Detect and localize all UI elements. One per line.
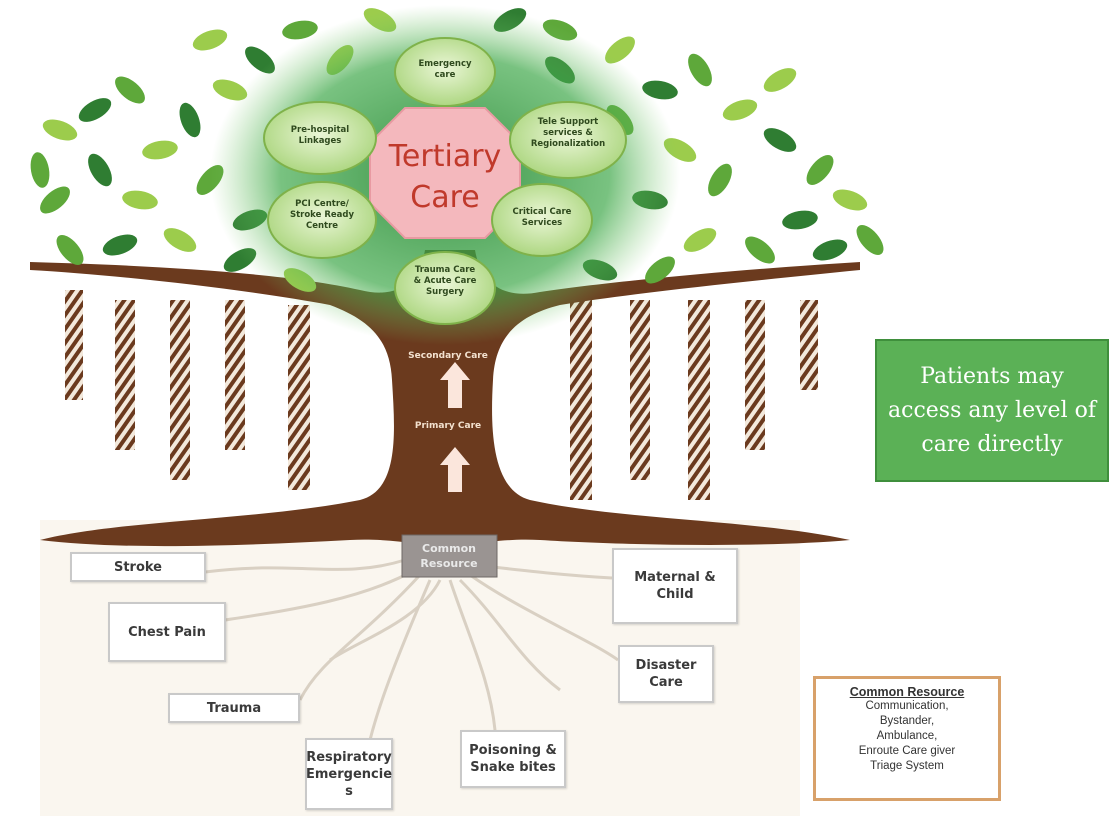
- service-label-line: care: [435, 70, 456, 80]
- common-resource-line2: Resource: [420, 557, 477, 570]
- common-resource-box: [401, 534, 498, 578]
- leaf: [30, 152, 50, 188]
- tree-trunk: [30, 250, 860, 548]
- leaf: [282, 20, 318, 40]
- root-lines: [204, 558, 619, 741]
- service-label-line: Pre-hospital: [291, 125, 349, 135]
- up-arrows: [440, 362, 470, 492]
- service-label-line: Emergency: [418, 59, 472, 69]
- leaf: [78, 98, 112, 122]
- root-box-poisoning: Poisoning & Snake bites: [460, 730, 566, 788]
- service-label-line: Surgery: [426, 287, 464, 297]
- direct-access-note: Patients may access any level of care di…: [875, 339, 1109, 482]
- service-label-line: Linkages: [299, 136, 342, 146]
- leaf: [122, 190, 158, 210]
- leaf: [745, 236, 775, 264]
- service-label-line: Trauma Care: [415, 265, 476, 275]
- leaf: [832, 189, 868, 211]
- leaf: [688, 53, 712, 87]
- aerial-roots: [65, 290, 818, 500]
- leaf: [683, 228, 717, 252]
- root-box-chest-pain: Chest Pain: [108, 602, 226, 662]
- tertiary-care-octagon: [369, 107, 521, 239]
- leaf: [142, 140, 178, 160]
- legend-item: Communication,: [865, 700, 949, 712]
- tertiary-care-title: Tertiary: [388, 139, 502, 174]
- leaf: [708, 163, 732, 197]
- service-label-line: PCI Centre/: [295, 199, 350, 209]
- legend-item: Enroute Care giver: [858, 745, 956, 757]
- root-box-maternal: Maternal & Child: [612, 548, 738, 624]
- leaf: [856, 225, 884, 255]
- service-label-line: Stroke Ready: [290, 210, 354, 220]
- root-box-respiratory: Respiratory Emergencie s: [305, 738, 393, 810]
- leaf: [806, 155, 834, 185]
- trunk-label-secondary: Secondary Care: [408, 351, 488, 361]
- leaf: [179, 102, 201, 138]
- leaf: [56, 235, 84, 265]
- root-box-trauma: Trauma: [168, 693, 300, 723]
- leaf: [42, 119, 78, 141]
- service-label-line: services &: [543, 128, 593, 138]
- tertiary-care-title-2: Care: [410, 180, 479, 215]
- legend-item: Ambulance,: [876, 730, 938, 742]
- service-label-line: & Acute Care: [414, 276, 477, 286]
- leaf: [812, 239, 848, 261]
- legend-item: Bystander,: [879, 715, 935, 727]
- leaf: [763, 128, 797, 152]
- service-label-line: Services: [522, 218, 562, 228]
- service-label-line: Regionalization: [531, 139, 605, 149]
- service-nodes: [263, 37, 627, 325]
- service-label-line: Tele Support: [538, 117, 599, 127]
- leaf: [763, 68, 797, 92]
- common-resource-legend: Common Resource Communication, Bystander…: [813, 676, 1001, 801]
- leaf: [40, 186, 70, 214]
- leaf: [192, 29, 228, 51]
- leaf: [782, 210, 818, 230]
- leaf: [88, 153, 112, 187]
- leaf: [722, 99, 758, 121]
- leaf: [102, 234, 138, 256]
- trunk-label-primary: Primary Care: [415, 421, 481, 431]
- root-box-disaster: Disaster Care: [618, 645, 714, 703]
- leaf: [163, 228, 197, 252]
- common-resource-line1: Common: [422, 542, 476, 555]
- leaf: [115, 76, 145, 104]
- legend-item: Triage System: [870, 760, 944, 772]
- legend-title: Common Resource: [849, 685, 965, 699]
- leaf: [645, 256, 675, 284]
- service-label-line: Centre: [306, 221, 338, 231]
- service-label-line: Critical Care: [513, 207, 572, 217]
- root-box-stroke: Stroke: [70, 552, 206, 582]
